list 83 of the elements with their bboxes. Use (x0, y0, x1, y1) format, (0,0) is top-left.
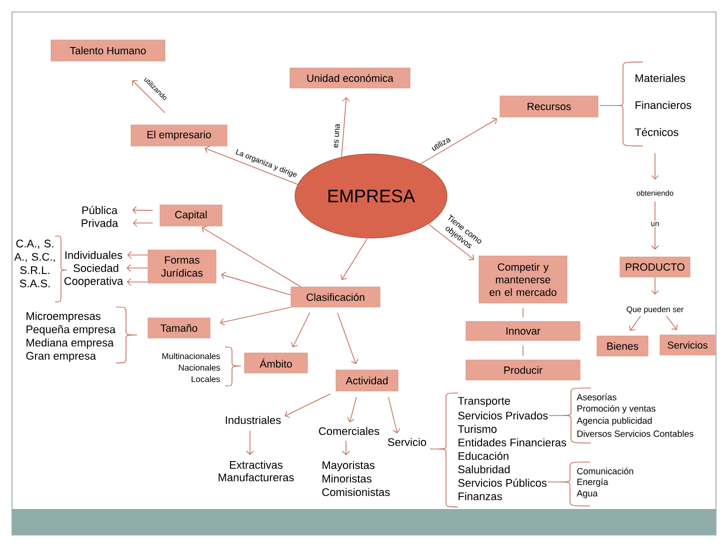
list-item: Asesorías (576, 394, 616, 400)
list-item: Locales (192, 376, 220, 382)
list-item: Materiales (636, 74, 686, 82)
arrow (126, 278, 148, 286)
list-item: Promoción y ventas (577, 404, 656, 414)
arrow (220, 306, 292, 326)
list-item: Técnicos (634, 128, 678, 136)
list-item: Agencia publicidad (576, 417, 652, 426)
concept-box: Competir y mantenerse en el mercado (478, 256, 568, 304)
concept-box: Producir (466, 360, 580, 380)
list-item: Microempresas (26, 312, 100, 322)
connector-line (522, 308, 524, 318)
arrow (221, 272, 292, 296)
arrow (629, 316, 641, 331)
concept-text: Individuales (65, 250, 122, 260)
list-item: Nacionales (178, 364, 220, 371)
edge-label: utiliza (432, 138, 451, 151)
arrow (347, 396, 357, 422)
list-item: Servicios Públicos (458, 478, 547, 487)
concept-box: Capital (160, 204, 222, 226)
arrow (290, 312, 310, 348)
arrow (204, 146, 298, 185)
list-item: Energía (577, 478, 608, 487)
arrow (284, 393, 331, 418)
arrow (340, 238, 368, 280)
arrow (341, 97, 350, 158)
arrow (337, 312, 358, 364)
arrow (651, 152, 659, 180)
list-item: Educación (458, 452, 508, 460)
list-item: Turismo (458, 424, 497, 433)
list-item: Salubridad (458, 465, 510, 474)
arrow (246, 430, 254, 456)
concept-box: Bienes (596, 336, 648, 356)
list-item: Agua (576, 490, 598, 498)
concept-box: Servicios (660, 334, 716, 356)
list-item: Gran empresa (26, 352, 96, 362)
list-item: Pequeña empresa (26, 325, 116, 336)
concept-box: Tamaño (148, 318, 210, 338)
concept-text: Industriales (226, 416, 281, 424)
concept-text: Comerciales (319, 426, 380, 436)
concept-text: Mayoristas Minoristas Comisionistas (322, 460, 390, 496)
list-item: Diversos Servicios Contables (577, 430, 694, 437)
list-item: Comunicación (577, 468, 634, 474)
arrow (428, 224, 474, 260)
concept-box: PRODUCTO (620, 256, 690, 278)
concept-box: Talento Humano (50, 40, 166, 62)
list-item: Mediana empresa (26, 338, 114, 349)
arrow (420, 117, 498, 164)
arrow (132, 80, 166, 114)
concept-box: El empresario (130, 124, 228, 146)
edge-label: es una (334, 124, 340, 148)
concept-text: Cooperativa (64, 276, 124, 288)
arrow (126, 264, 148, 272)
list-item: Transporte (458, 397, 510, 407)
concept-text: Extractivas Manufactureras (218, 460, 294, 482)
connector-line (522, 345, 524, 356)
arrow (666, 316, 678, 330)
arrow (132, 219, 154, 227)
concept-text: Pública (82, 206, 118, 214)
concept-text: Que pueden ser (626, 306, 684, 314)
concept-box: Actividad (336, 370, 398, 392)
abbreviation-text: C.A., S. A., S.C., S.R.L. S.A.S. (14, 240, 55, 288)
arrow (127, 251, 148, 259)
concept-box: Formas Jurídicas (148, 250, 216, 284)
arrow (388, 396, 400, 434)
concept-box: Innovar (466, 321, 580, 341)
concept-box: Unidad económica (290, 68, 410, 88)
list-item: Financieros (636, 100, 692, 110)
arrow (342, 440, 350, 456)
arrow (202, 226, 302, 288)
concept-text: Sociedad (74, 264, 118, 272)
concept-box: Ámbito (244, 352, 308, 374)
concept-box: Clasificación (290, 286, 380, 308)
arrow (132, 206, 154, 214)
concept-text: Privada (82, 218, 118, 228)
list-item: Multinacionales (162, 352, 220, 360)
list-item: Finanzas (458, 492, 502, 500)
concept-text: Servicio (388, 438, 426, 446)
list-item: Servicios Privados (458, 411, 548, 420)
list-item: Entidades Financieras (458, 438, 566, 446)
concept-box: Recursos (500, 96, 598, 118)
arrow (651, 201, 659, 250)
arrow (651, 276, 659, 295)
